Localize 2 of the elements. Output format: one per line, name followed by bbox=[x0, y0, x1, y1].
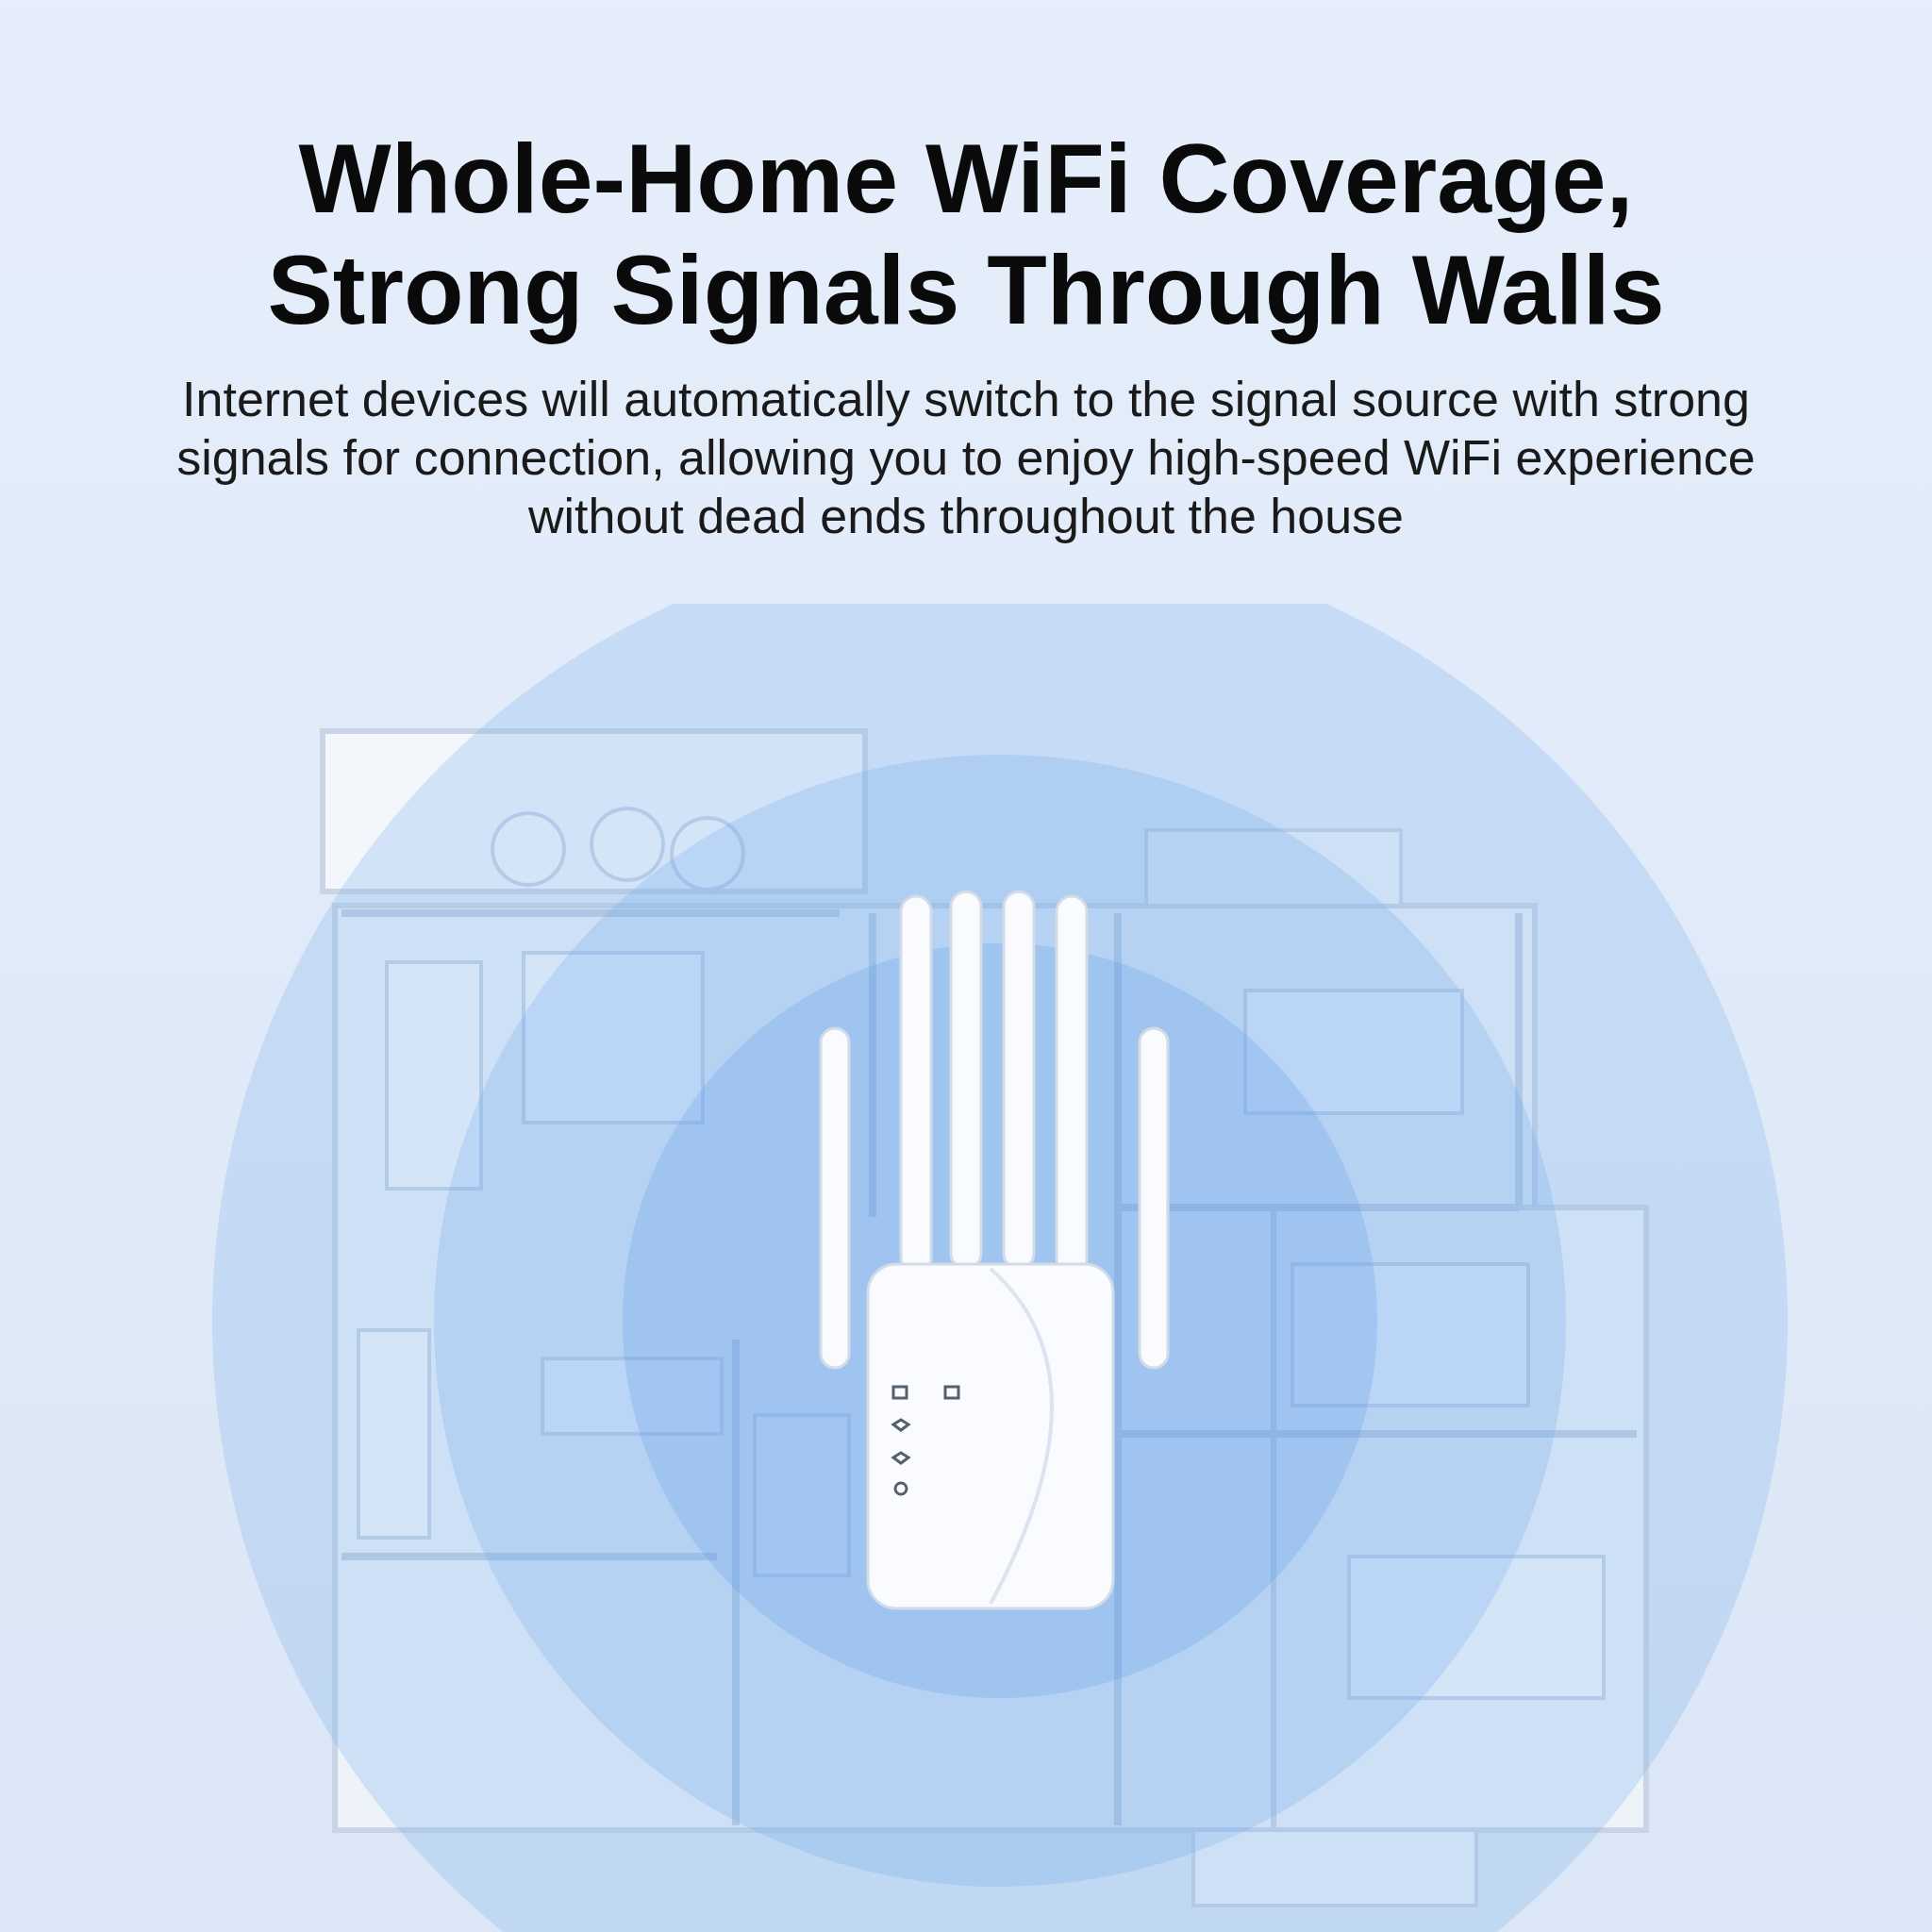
headline: Whole-Home WiFi Coverage, Strong Signals Through Walls bbox=[266, 123, 1666, 345]
description-text: Internet devices will automatically switch to the signal source with strong signals for connection, allowing you to enjoy high-speed WiFi experience without dead ends throughout the house bbox=[175, 371, 1757, 545]
